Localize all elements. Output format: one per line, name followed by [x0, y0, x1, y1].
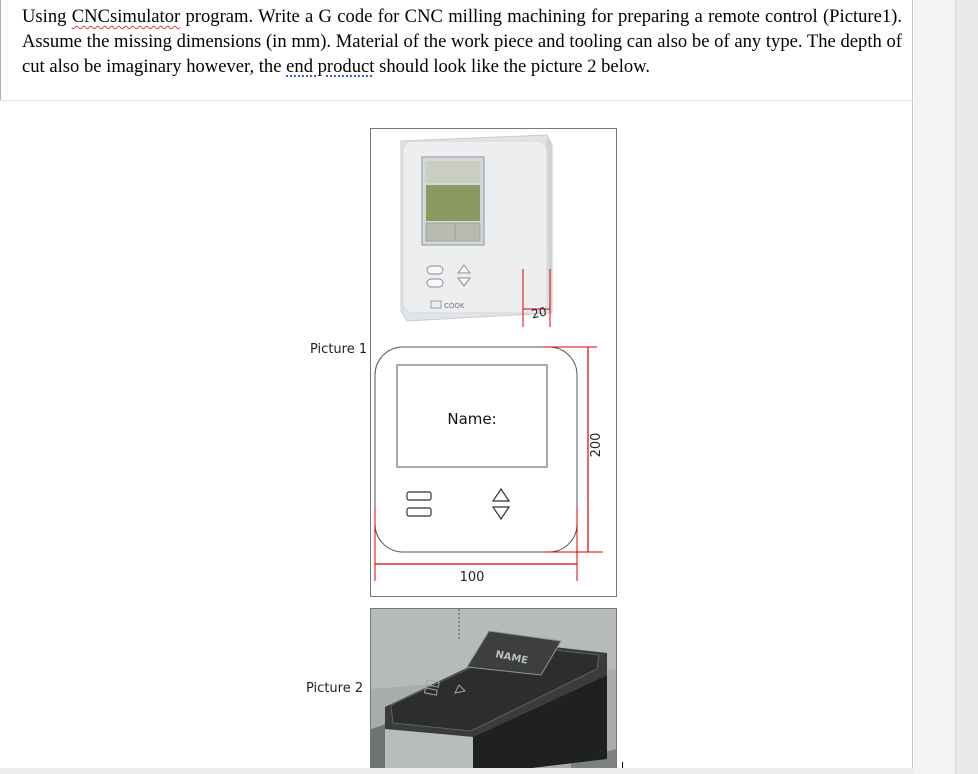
brand-text: COOK	[444, 302, 465, 310]
drawing-buttons-icon	[406, 491, 432, 517]
drawing-arrows-icon	[491, 487, 511, 521]
thermostat-photo: COOK	[400, 134, 553, 322]
paragraph-separator	[0, 100, 913, 101]
grammar-flag-end-product[interactable]: end product	[286, 56, 375, 77]
arrow-buttons-icon	[457, 264, 471, 287]
picture-2-render: NAME	[371, 609, 616, 774]
picture-1-label: Picture 1	[310, 342, 368, 357]
vertical-scrollbar[interactable]	[955, 0, 978, 774]
picture-2-label: Picture 2	[306, 681, 364, 696]
right-margin-area	[914, 0, 955, 774]
engraved-buttons-icon	[423, 679, 440, 696]
engraved-display	[466, 630, 562, 676]
picture-1-frame[interactable]: COOK 20 Name:	[370, 128, 617, 597]
brand-logo-icon	[430, 300, 442, 309]
question-text: Using CNCsimulator program. Write a G co…	[22, 4, 902, 79]
width-dimension: 100	[374, 507, 578, 585]
picture-1-drawing: COOK 20 Name:	[374, 134, 604, 585]
drawing-name-label: Name:	[447, 410, 496, 428]
height-dimension-label: 200	[589, 433, 604, 458]
depth-dimension: 20	[522, 269, 551, 327]
question-part-1: Using	[22, 6, 72, 27]
engraved-arrows-icon	[454, 684, 467, 694]
workpiece-block: NAME	[385, 630, 607, 774]
width-dimension-label: 100	[460, 570, 485, 585]
depth-dimension-label: 20	[530, 305, 548, 322]
picture-2-frame[interactable]: NAME	[370, 608, 617, 774]
document-page: Using CNCsimulator program. Write a G co…	[0, 0, 913, 774]
spellcheck-word-cncsimulator[interactable]: CNCsimulator	[71, 6, 181, 27]
height-dimension: 200	[543, 346, 604, 553]
lcd-screen	[426, 185, 480, 221]
question-part-2: program. Write a G code for CNC milling …	[22, 6, 902, 77]
minus-plus-buttons-icon	[426, 265, 444, 288]
page-left-border	[0, 0, 1, 100]
question-part-3: should look like the picture 2 below.	[374, 56, 651, 77]
text-cursor	[622, 762, 623, 772]
page-bottom-gap	[0, 768, 955, 774]
display-outline	[396, 364, 548, 468]
technical-drawing: Name:	[374, 346, 578, 553]
